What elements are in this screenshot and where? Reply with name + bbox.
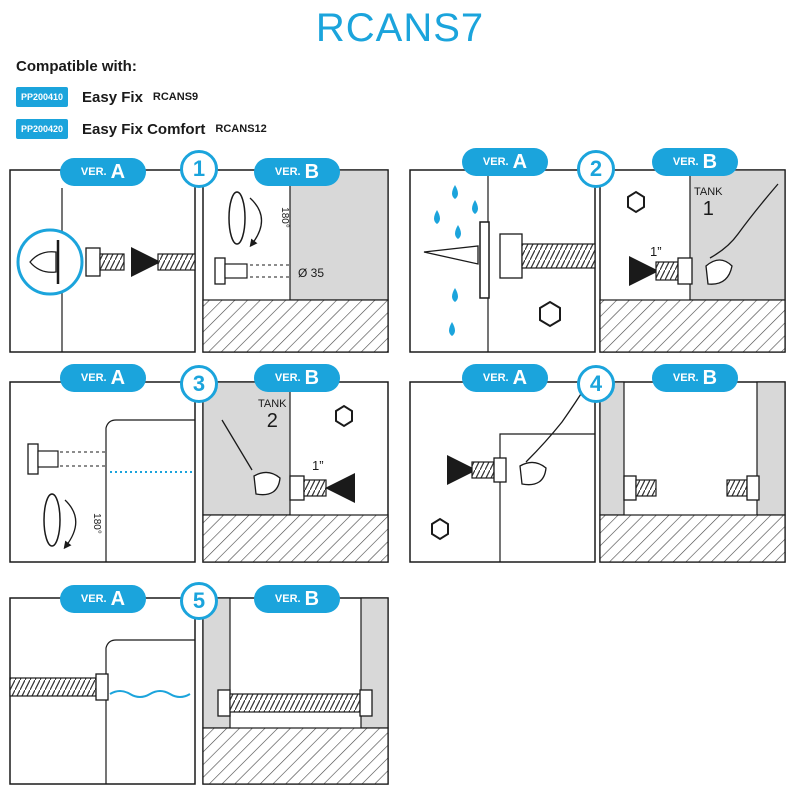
nut-rotate-icon <box>627 190 645 214</box>
step-number-3: 3 <box>180 365 218 403</box>
step-3-version-b <box>202 381 389 563</box>
thread-size-label: 1” <box>312 458 324 473</box>
hand-icon <box>525 385 587 463</box>
step-5-version-b <box>202 597 389 785</box>
version-a-badge: VER.A <box>462 364 548 392</box>
thread-size-label: 1” <box>650 244 662 259</box>
version-a-badge: VER.A <box>60 364 146 392</box>
flip-180-icon <box>43 493 61 547</box>
version-a-badge: VER.A <box>60 585 146 613</box>
water-drop-icon <box>434 185 478 336</box>
compatible-heading: Compatible with: <box>16 58 137 75</box>
step-2-version-a <box>409 169 596 353</box>
version-a-badge: VER.A <box>462 148 548 176</box>
page-title: RCANS7 <box>315 6 485 50</box>
step-number-4: 4 <box>577 365 615 403</box>
product-code-badge: PP200420 <box>16 119 69 139</box>
step-number-5: 5 <box>180 582 218 620</box>
compatible-item: PP200420 Easy Fix Comfort RCANS12 <box>16 118 267 140</box>
compatible-item: PP200410 Easy Fix RCANS9 <box>16 86 198 108</box>
product-code-badge: PP200410 <box>16 87 69 107</box>
version-b-badge: VER.B <box>652 148 738 176</box>
rotate-angle-label: 180° <box>90 513 102 534</box>
step-4-version-b <box>599 381 786 563</box>
hand-icon <box>221 419 253 471</box>
product-name: Easy Fix <box>82 88 143 106</box>
step-5-version-a <box>9 597 196 785</box>
step-2-version-b <box>599 169 786 353</box>
step-3-version-a <box>9 381 196 563</box>
step-1-version-a <box>9 169 196 353</box>
version-b-badge: VER.B <box>254 158 340 186</box>
step-4-version-a <box>409 381 596 563</box>
hole-diameter-label: Ø 35 <box>298 266 325 280</box>
nut-rotate-icon <box>431 517 449 541</box>
version-b-badge: VER.B <box>652 364 738 392</box>
step-number-1: 1 <box>180 150 218 188</box>
product-model: RCANS12 <box>215 123 267 135</box>
version-a-badge: VER.A <box>60 158 146 186</box>
step-number-2: 2 <box>577 150 615 188</box>
nut-rotate-icon <box>539 300 561 328</box>
product-name: Easy Fix Comfort <box>82 120 206 138</box>
step-1-version-b <box>202 169 389 353</box>
rotate-angle-label: 180° <box>278 207 290 228</box>
product-model: RCANS9 <box>152 91 199 103</box>
version-b-badge: VER.B <box>254 585 340 613</box>
version-b-badge: VER.B <box>254 364 340 392</box>
hand-icon <box>709 183 779 259</box>
nut-rotate-icon <box>335 404 353 428</box>
